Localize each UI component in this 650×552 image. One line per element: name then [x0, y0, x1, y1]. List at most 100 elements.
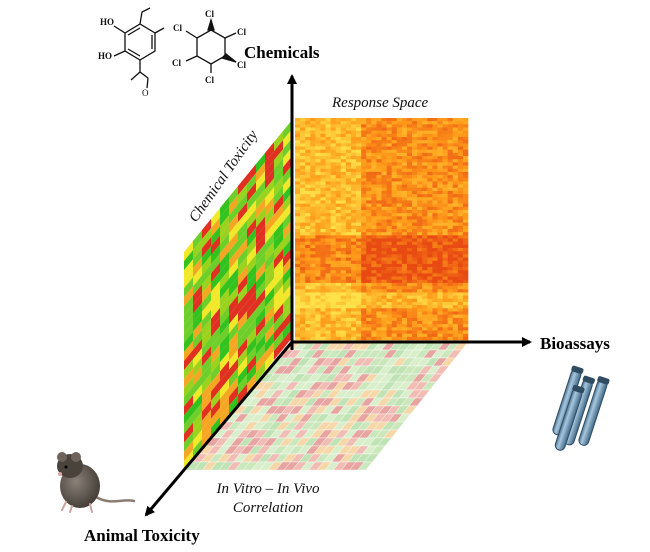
heatmap-cell [315, 295, 321, 300]
heatmap-cell [345, 118, 352, 122]
heatmap-cell [335, 206, 342, 211]
heatmap-cell [452, 257, 459, 262]
heatmap-cell [406, 248, 413, 252]
toxicity-cell [220, 233, 229, 254]
heatmap-cell [427, 146, 433, 151]
heatmap-cell [457, 165, 464, 170]
heatmap-cell [361, 124, 367, 128]
heatmap-cell [401, 213, 408, 217]
heatmap-cell [325, 219, 331, 223]
heatmap-cell [356, 203, 362, 208]
heatmap-cell [386, 273, 392, 277]
heatmap-cell [340, 121, 347, 125]
heatmap-cell [310, 270, 316, 274]
heatmap-cell [300, 197, 306, 201]
heatmap-cell [417, 251, 423, 255]
heatmap-cell [340, 241, 347, 246]
heatmap-cell [295, 219, 301, 223]
toxicity-cell [283, 165, 292, 186]
heatmap-cell [345, 184, 352, 189]
toxicity-cell [265, 305, 274, 326]
heatmap-cell [417, 254, 423, 258]
heatmap-cell [356, 298, 362, 303]
heatmap-cell [457, 200, 464, 204]
heatmap-cell [391, 194, 398, 198]
heatmap-cell [381, 175, 387, 179]
heatmap-cell [447, 209, 454, 214]
toxicity-cell [229, 195, 238, 216]
heatmap-cell [361, 146, 367, 151]
heatmap-cell [300, 295, 306, 300]
heatmap-cell [366, 143, 372, 147]
heatmap-cell [386, 317, 392, 322]
toxicity-cell [229, 231, 238, 252]
heatmap-cell [305, 320, 311, 325]
heatmap-cell [345, 206, 352, 211]
heatmap-cell [310, 330, 316, 334]
heatmap-cell [310, 248, 316, 252]
heatmap-cell [412, 317, 418, 322]
heatmap-cell [412, 140, 418, 144]
toxicity-cell [256, 225, 265, 246]
heatmap-cell [386, 203, 392, 208]
heatmap-cell [401, 178, 408, 182]
heatmap-cell [447, 333, 454, 338]
heatmap-cell [401, 324, 408, 328]
heatmap-cell [452, 238, 459, 242]
heatmap-cell [335, 178, 342, 182]
toxicity-cell [229, 313, 238, 334]
heatmap-cell [295, 270, 301, 274]
heatmap-cell [350, 317, 357, 322]
heatmap-cell [462, 317, 469, 322]
heatmap-cell [350, 292, 357, 296]
heatmap-cell [345, 146, 352, 151]
heatmap-cell [350, 130, 357, 135]
heatmap-cell [381, 181, 387, 185]
heatmap-cell [371, 149, 377, 154]
heatmap-cell [447, 168, 454, 173]
heatmap-cell [330, 333, 337, 338]
heatmap-cell [447, 165, 454, 170]
heatmap-cell [406, 263, 413, 268]
toxicity-cell [220, 315, 229, 336]
heatmap-cell [447, 254, 454, 258]
heatmap-cell [320, 130, 326, 135]
heatmap-cell [366, 282, 372, 287]
heatmap-cell [437, 171, 443, 176]
heatmap-cell [442, 203, 448, 208]
heatmap-cell [361, 286, 367, 290]
heatmap-cell [462, 273, 469, 277]
toxicity-cell [211, 235, 220, 256]
heatmap-cell [345, 320, 352, 325]
heatmap-cell [350, 127, 357, 131]
heatmap-cell [396, 197, 403, 201]
toxicity-cell [193, 293, 202, 314]
heatmap-cell [320, 298, 326, 303]
toxicity-cell [247, 209, 256, 230]
heatmap-cell [386, 282, 392, 287]
heatmap-cell [412, 149, 418, 154]
heatmap-cell [386, 241, 392, 246]
heatmap-cell [335, 187, 342, 192]
heatmap-cell [381, 301, 387, 306]
heatmap-cell [406, 317, 413, 322]
heatmap-cell [356, 267, 362, 271]
heatmap-cell [295, 194, 301, 198]
heatmap-cell [417, 152, 423, 157]
heatmap-cell [350, 273, 357, 277]
heatmap-cell [361, 216, 367, 220]
heatmap-cell [310, 200, 316, 204]
heatmap-cell [406, 324, 413, 328]
heatmap-cell [295, 200, 301, 204]
heatmap-cell [361, 175, 367, 179]
heatmap-cell [315, 317, 321, 322]
heatmap-cell [300, 216, 306, 220]
heatmap-cell [381, 330, 387, 334]
toxicity-cell [220, 360, 229, 381]
heatmap-cell [417, 270, 423, 274]
toxicity-cell [211, 280, 220, 301]
heatmap-cell [437, 168, 443, 173]
toxicity-cell [238, 238, 247, 259]
heatmap-cell [452, 333, 459, 338]
toxicity-cell [265, 223, 274, 244]
